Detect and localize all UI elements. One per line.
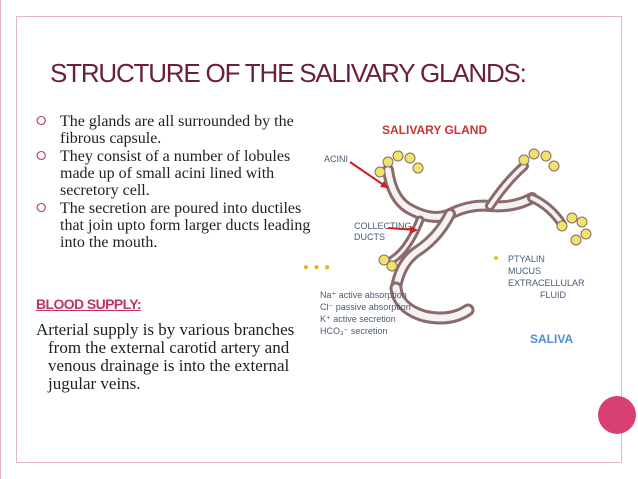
left-edge-line [0, 0, 1, 479]
acinus [556, 220, 568, 232]
duct-lumen [390, 218, 422, 262]
acinus [570, 234, 582, 246]
bullet-item: ⭘ The secretion are poured into ductiles … [36, 200, 326, 251]
acinus [378, 254, 390, 266]
absorption-line-3: K⁺ active secretion [320, 314, 396, 324]
fluid-dot [494, 256, 498, 260]
acinus [548, 160, 560, 172]
absorption-line-1: Na⁺ active absorption [320, 290, 407, 300]
acinus [382, 156, 394, 168]
gland-structure [374, 148, 592, 325]
acinus [412, 162, 424, 174]
acinus [576, 216, 588, 228]
ellipsis-dots: ● ● ● [303, 262, 332, 273]
bullet-item: ⭘ The glands are all surrounded by the fi… [36, 113, 326, 147]
acinus [404, 152, 416, 164]
acini-arrow [349, 161, 389, 189]
ring-bullet-icon: ⭘ [36, 201, 47, 216]
bullet-list: ⭘ The glands are all surrounded by the fi… [36, 113, 326, 252]
duct-lumen [393, 211, 453, 291]
slide-title: STRUCTURE OF THE SALIVARY GLANDS: [50, 58, 527, 88]
acinus [374, 166, 386, 178]
right-label-mucus: MUCUS [508, 266, 541, 276]
duct-lumen [488, 164, 526, 208]
absorption-line-2: Cl⁻ passive absorption [320, 302, 411, 312]
acinus [580, 228, 592, 240]
right-label-extracellular: EXTRACELLULAR [508, 278, 585, 288]
ducts-label-line-2: DUCTS [354, 232, 385, 242]
acinus [566, 212, 578, 224]
ring-bullet-icon: ⭘ [36, 149, 47, 164]
acinus [386, 260, 398, 272]
bullet-item: ⭘ They consist of a number of lobules mad… [36, 148, 326, 199]
acinus [518, 154, 530, 166]
decorative-circle [598, 396, 636, 434]
bullet-text: The glands are all surrounded by the fib… [60, 113, 294, 147]
blood-supply-heading: BLOOD SUPPLY: [36, 296, 142, 312]
acinus [540, 150, 552, 162]
salivary-gland-diagram: SALIVARY GLAND ACINI COLLECTING DUCTS PT… [320, 123, 592, 346]
acini-label: ACINI [324, 154, 348, 164]
acinus [392, 150, 404, 162]
saliva-label: SALIVA [530, 332, 573, 346]
blood-supply-text: Arterial supply is by various branches f… [36, 320, 295, 393]
acini-arrowhead [380, 181, 388, 188]
figure-title: SALIVARY GLAND [382, 123, 487, 137]
ducts-label-line-1: COLLECTING [354, 221, 412, 231]
bullet-text: They consist of a number of lobules made… [60, 148, 291, 199]
ring-bullet-icon: ⭘ [36, 114, 47, 129]
right-label-ptyalin: PTYALIN [508, 254, 545, 264]
slide-frame [16, 16, 622, 463]
bullet-text: The secretion are poured into ductiles t… [60, 200, 311, 251]
duct-lumen [392, 284, 472, 322]
ducts-arrowhead [410, 226, 418, 234]
absorption-line-4: HCO₃⁻ secretion [320, 326, 387, 336]
right-label-fluid: FLUID [540, 290, 567, 300]
acinus [528, 148, 540, 160]
